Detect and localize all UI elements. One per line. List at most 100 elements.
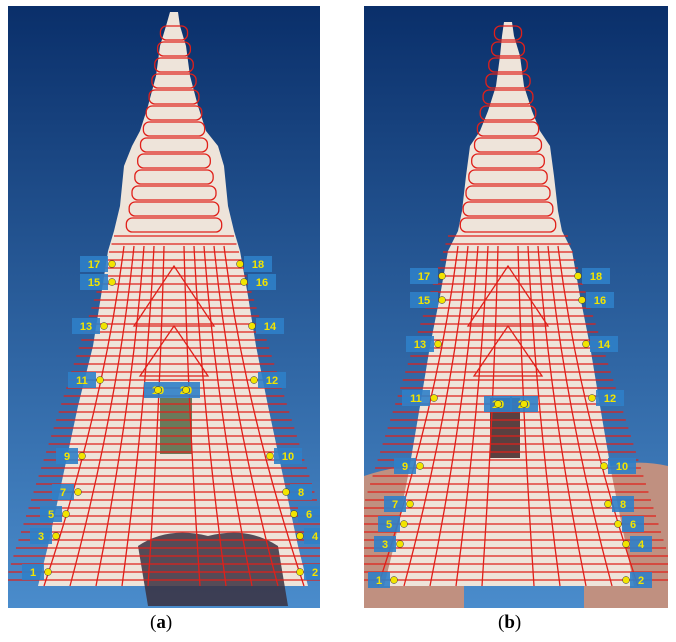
marker-label-bg — [596, 390, 624, 406]
spire-ring — [139, 137, 209, 153]
marker-7: 7 — [384, 496, 414, 512]
spire-ring — [137, 153, 211, 169]
marker-label-bg — [56, 448, 78, 464]
marker-label-bg — [630, 572, 652, 588]
marker-11: 11 — [68, 372, 104, 388]
profile-line — [557, 245, 639, 587]
marker-dot — [108, 260, 116, 268]
profile-line — [455, 245, 489, 587]
marker-18: 18 — [236, 256, 272, 272]
panel-a-svg: 1234567891011121314151617181920 — [8, 6, 320, 608]
marker-label: 17 — [88, 259, 100, 271]
profile-line — [429, 245, 479, 587]
marker-3: 3 — [30, 528, 60, 544]
marker-dot — [438, 296, 446, 304]
marker-dot — [290, 510, 298, 518]
marker-dot — [100, 322, 108, 330]
spire-ring — [468, 169, 548, 185]
marker-label-bg — [52, 484, 74, 500]
profile-line — [547, 245, 613, 587]
spire-ring — [482, 89, 534, 105]
marker-label-bg — [374, 536, 396, 552]
marker-dot — [266, 452, 274, 460]
marker-label: 10 — [282, 451, 294, 463]
marker-7: 7 — [52, 484, 82, 500]
spire-ring — [471, 153, 545, 169]
marker-dot — [96, 376, 104, 384]
marker-dot — [282, 488, 290, 496]
marker-1: 1 — [368, 572, 398, 588]
marker-dot — [396, 540, 404, 548]
marker-label: 4 — [638, 539, 645, 551]
spire-ring — [128, 201, 220, 217]
spire-ring — [488, 57, 528, 73]
marker-dot — [248, 322, 256, 330]
marker-15: 15 — [80, 274, 116, 290]
profile-line — [95, 245, 145, 587]
marker-12: 12 — [588, 390, 624, 406]
profile-line — [193, 245, 227, 587]
marker-label: 6 — [306, 509, 312, 521]
marker-17: 17 — [410, 268, 446, 284]
profile-line — [537, 245, 587, 587]
marker-dot — [588, 394, 596, 402]
marker-20: 20 — [510, 396, 538, 412]
marker-dot — [406, 500, 414, 508]
marker-dot — [182, 386, 190, 394]
marker-label: 10 — [616, 461, 628, 473]
marker-dot — [578, 296, 586, 304]
marker-dot — [154, 386, 162, 394]
marker-dot — [520, 400, 528, 408]
marker-9: 9 — [56, 448, 86, 464]
marker-8: 8 — [282, 484, 312, 500]
marker-label: 5 — [386, 519, 392, 531]
marker-dot — [614, 520, 622, 528]
marker-label-bg — [258, 372, 286, 388]
marker-label-bg — [406, 336, 434, 352]
profile-line — [43, 245, 125, 587]
caption-a: (a) — [150, 612, 173, 633]
marker-label: 8 — [620, 499, 626, 511]
marker-dot — [240, 278, 248, 286]
marker-6: 6 — [290, 506, 320, 522]
doorway — [160, 398, 192, 454]
marker-label-bg — [586, 292, 614, 308]
marker-dot — [296, 532, 304, 540]
marker-label-bg — [590, 336, 618, 352]
marker-label: 12 — [266, 375, 278, 387]
marker-dot — [236, 260, 244, 268]
marker-label: 16 — [594, 295, 606, 307]
spire-ring — [134, 169, 214, 185]
marker-label-bg — [304, 528, 320, 544]
marker-10: 10 — [266, 448, 302, 464]
marker-1: 1 — [22, 564, 52, 580]
marker-dot — [604, 500, 612, 508]
spire-ring — [476, 121, 540, 137]
marker-16: 16 — [240, 274, 276, 290]
marker-label-bg — [274, 448, 302, 464]
spire-ring — [479, 105, 537, 121]
outline-group — [8, 25, 320, 587]
marker-label: 13 — [414, 339, 426, 351]
marker-label: 14 — [264, 321, 277, 333]
marker-label-bg — [582, 268, 610, 284]
marker-label: 17 — [418, 271, 430, 283]
marker-label-bg — [298, 506, 320, 522]
marker-label-bg — [256, 318, 284, 334]
marker-dot — [44, 568, 52, 576]
marker-9: 9 — [394, 458, 424, 474]
marker-dot — [430, 394, 438, 402]
marker-label-bg — [410, 292, 438, 308]
marker-label: 8 — [298, 487, 304, 499]
spire-ring — [142, 121, 206, 137]
marker-label-bg — [248, 274, 276, 290]
profile-line — [183, 245, 201, 587]
marker-dot — [78, 452, 86, 460]
panel-b-svg: 1234567891011121314151617181920 — [364, 6, 668, 608]
marker-label: 9 — [402, 461, 408, 473]
marker-label: 12 — [604, 393, 616, 405]
marker-label-bg — [622, 516, 644, 532]
spire-ring — [485, 73, 531, 89]
marker-label: 18 — [590, 271, 602, 283]
spire-ring — [148, 89, 200, 105]
